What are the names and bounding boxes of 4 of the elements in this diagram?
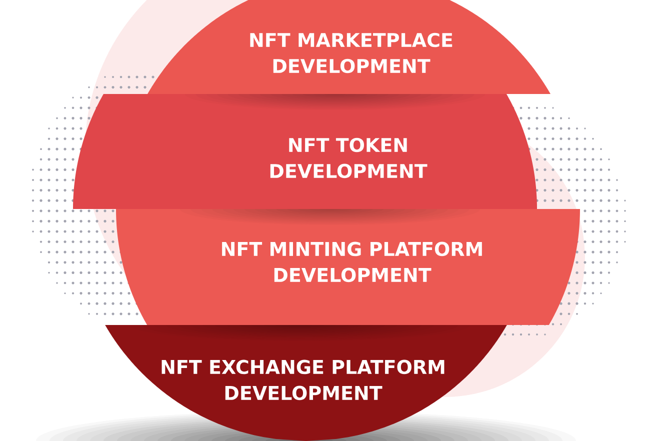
circle-slice: NFT MARKETPLACE DEVELOPMENT: [148, 0, 550, 94]
circle-slice: NFT MINTING PLATFORM DEVELOPMENT: [116, 209, 580, 325]
circle-slice: NFT EXCHANGE PLATFORM DEVELOPMENT: [105, 325, 507, 441]
circle-slice: NFT TOKEN DEVELOPMENT: [73, 94, 537, 209]
